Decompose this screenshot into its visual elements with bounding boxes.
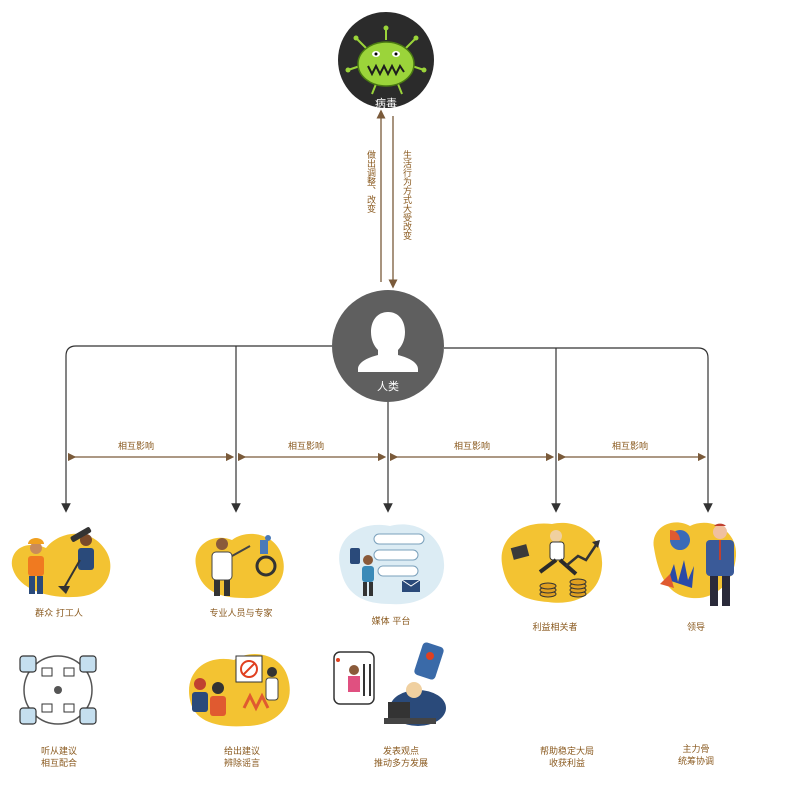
branch-lines — [61, 345, 713, 513]
virus-node-label: 病毒 — [375, 97, 397, 110]
group-role-media: 发表观点 推动多方发展 — [373, 747, 428, 769]
human-node — [332, 290, 444, 402]
mutual-influence-label-3: 相互影响 — [450, 441, 495, 453]
lifestyle-change-label: 生活行为方式大受改变 — [401, 150, 411, 240]
adjust-change-label: 做出调整、改变 — [365, 150, 375, 213]
group-role-leaders: 主力骨 统筹协调 — [677, 745, 714, 767]
group-name-leaders: 领导 — [686, 623, 705, 633]
group-role-experts: 给出建议 辨除谣言 — [223, 747, 260, 769]
group-name-stakeholders: 利益相关者 — [532, 623, 578, 633]
workers-illustration — [11, 527, 111, 598]
mutual-influence-label-1: 相互影响 — [114, 441, 159, 453]
mutual-influence-label-2: 相互影响 — [284, 441, 329, 453]
group-name-experts: 专业人员与专家 — [209, 609, 273, 619]
group-role-stakeholders: 帮助稳定大局 收获利益 — [539, 747, 594, 769]
virus-icon — [345, 25, 427, 95]
human-node-label: 人类 — [377, 380, 399, 393]
person-silhouette-icon — [358, 312, 418, 372]
presentation-illustration — [189, 654, 290, 727]
virus-node — [338, 12, 434, 108]
businessman-running-illustration — [501, 522, 603, 603]
group-name-media: 媒体 平台 — [371, 617, 411, 627]
group-name-public: 群众 打工人 — [35, 609, 83, 619]
scientist-illustration — [195, 533, 284, 599]
virus-human-arrows — [376, 109, 398, 289]
video-blogger-illustration — [333, 642, 446, 726]
media-platform-illustration — [339, 524, 445, 605]
mutual-influence-label-4: 相互影响 — [608, 441, 653, 453]
group-role-public: 听从建议 相互配合 — [40, 747, 77, 769]
leader-illustration — [653, 522, 737, 606]
meeting-table-illustration — [19, 655, 97, 725]
